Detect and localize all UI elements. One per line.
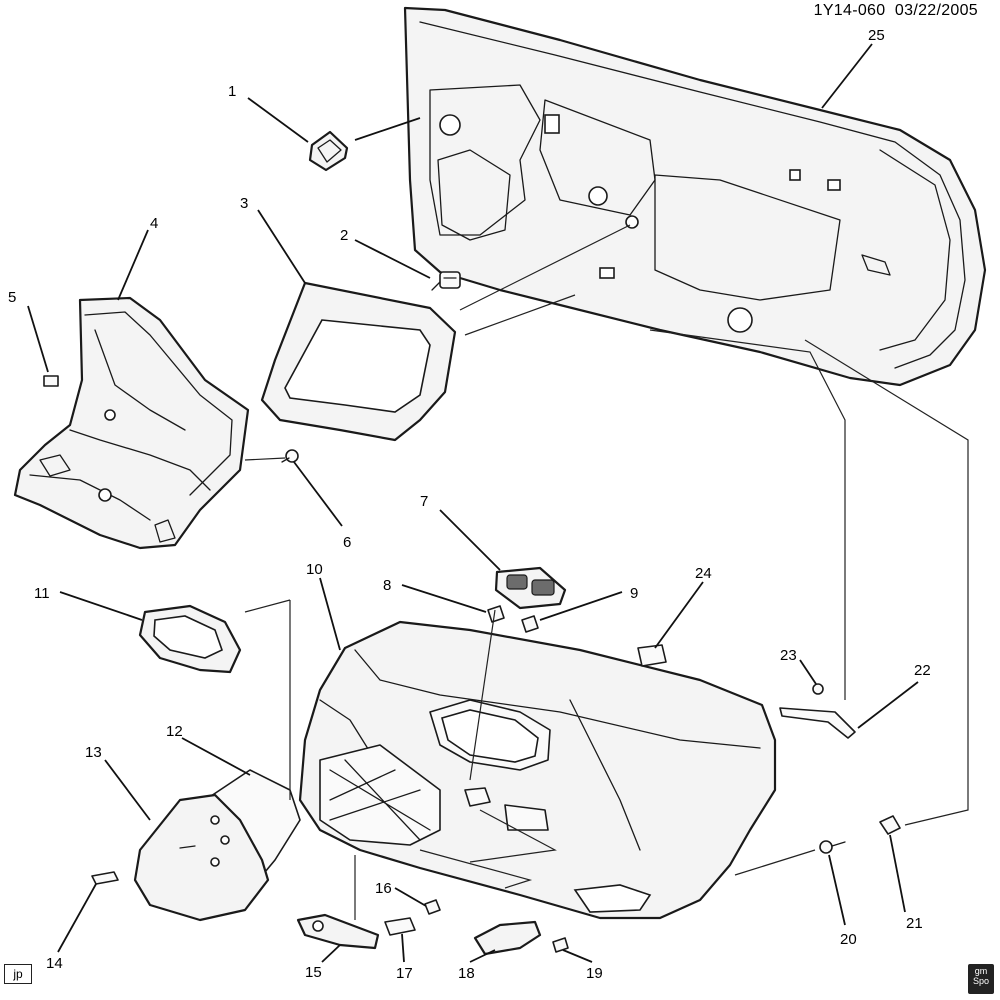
retainer-part-21: [879, 815, 901, 835]
callout-25: 25: [868, 27, 885, 44]
bracket-housing-part-4: [13, 296, 250, 550]
door-inner-panel: [403, 6, 987, 387]
callout-11: 11: [34, 585, 50, 602]
callout-12: 12: [166, 723, 183, 740]
callout-13: 13: [85, 744, 102, 761]
push-pin-part-2: [431, 271, 461, 291]
callout-22: 22: [914, 662, 931, 679]
callout-4: 4: [150, 215, 158, 232]
retainer-clip-part-24: [637, 644, 667, 667]
callout-7: 7: [420, 493, 428, 510]
callout-17: 17: [396, 965, 413, 982]
screw-part-6: [281, 449, 299, 463]
speaker-cover-part-13: [133, 793, 270, 922]
callout-5: 5: [8, 289, 16, 306]
water-deflector-frame-part-3: [260, 281, 457, 442]
clip-part-5: [43, 375, 59, 387]
callout-10: 10: [306, 561, 323, 578]
diagram-header: 1Y14-060 03/22/2005: [814, 2, 978, 20]
lamp-lens-part-18: [473, 920, 542, 956]
spo-logo-text: Spo: [972, 976, 989, 986]
bulb-part-19: [552, 937, 569, 953]
callout-labels: 1 2 3 4 5 6 7 8 9 10 11 12 13 14 15 16 1…: [8, 27, 931, 982]
callout-24: 24: [695, 565, 712, 582]
gm-spo-logo: gm Spo: [968, 964, 994, 994]
corner-code-badge: jp: [4, 964, 32, 984]
clip-part-14: [91, 871, 119, 885]
callout-2: 2: [340, 227, 348, 244]
leader-lines: [27, 43, 919, 963]
screw-part-23: [812, 683, 824, 695]
grommet-part-1: [308, 130, 349, 172]
callout-1: 1: [228, 83, 236, 100]
pull-handle-part-15: [296, 913, 380, 950]
screw-part-20: [819, 840, 846, 854]
door-trim-panel-part-10: [298, 620, 777, 920]
callout-8: 8: [383, 577, 391, 594]
callout-14: 14: [46, 955, 63, 972]
screw-part-8: [487, 605, 505, 623]
callout-3: 3: [240, 195, 248, 212]
alignment-lines: [244, 224, 969, 920]
screw-part-16: [424, 899, 441, 915]
callout-16: 16: [375, 880, 392, 897]
diagram-code: 1Y14-060: [813, 2, 886, 19]
window-switch-part-7: [494, 566, 567, 610]
screw-part-9: [521, 615, 539, 633]
callout-23: 23: [780, 647, 797, 664]
diagram-date: 03/22/2005: [894, 2, 978, 19]
callout-15: 15: [305, 964, 322, 981]
callout-6: 6: [343, 534, 351, 551]
gm-logo-text: gm: [974, 966, 988, 976]
callout-20: 20: [840, 931, 857, 948]
bracket-part-22: [779, 707, 856, 739]
callout-18: 18: [458, 965, 475, 982]
callout-21: 21: [906, 915, 923, 932]
cap-part-17: [384, 917, 416, 936]
handle-bezel-part-11: [138, 604, 242, 674]
callout-19: 19: [586, 965, 603, 982]
callout-9: 9: [630, 585, 638, 602]
